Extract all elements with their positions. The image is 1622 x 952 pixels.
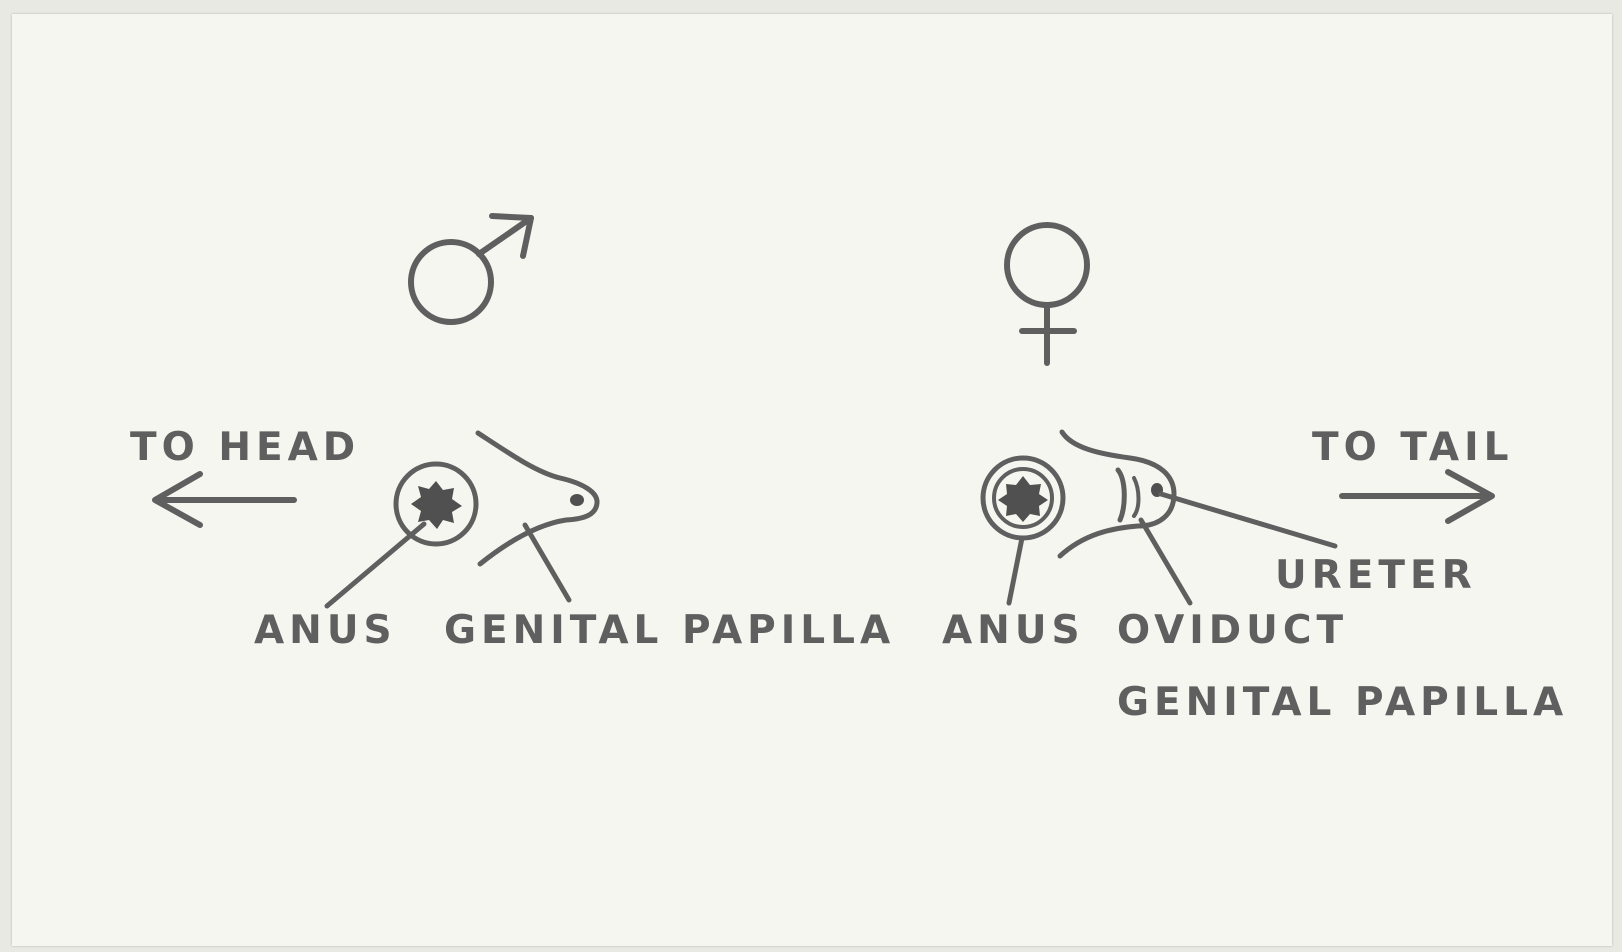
to-tail-arrow [1342,472,1492,521]
ureter-label: URETER [1275,553,1477,598]
male-genital-papilla-label: GENITAL PAPILLA [444,608,895,653]
male-symbol [411,216,531,322]
female-anus-drawing [983,458,1063,603]
male-genital-papilla-drawing [478,433,597,600]
male-anus-label: ANUS [254,608,397,653]
to-tail-label: TO TAIL [1312,425,1513,470]
oviduct-label: OVIDUCT [1117,608,1348,653]
male-anus-drawing [327,464,476,606]
to-head-arrow [155,474,294,525]
female-anus-label: ANUS [942,608,1085,653]
female-genital-papilla-label: GENITAL PAPILLA [1117,680,1568,725]
female-symbol [1007,225,1087,363]
to-head-label: TO HEAD [130,425,360,470]
